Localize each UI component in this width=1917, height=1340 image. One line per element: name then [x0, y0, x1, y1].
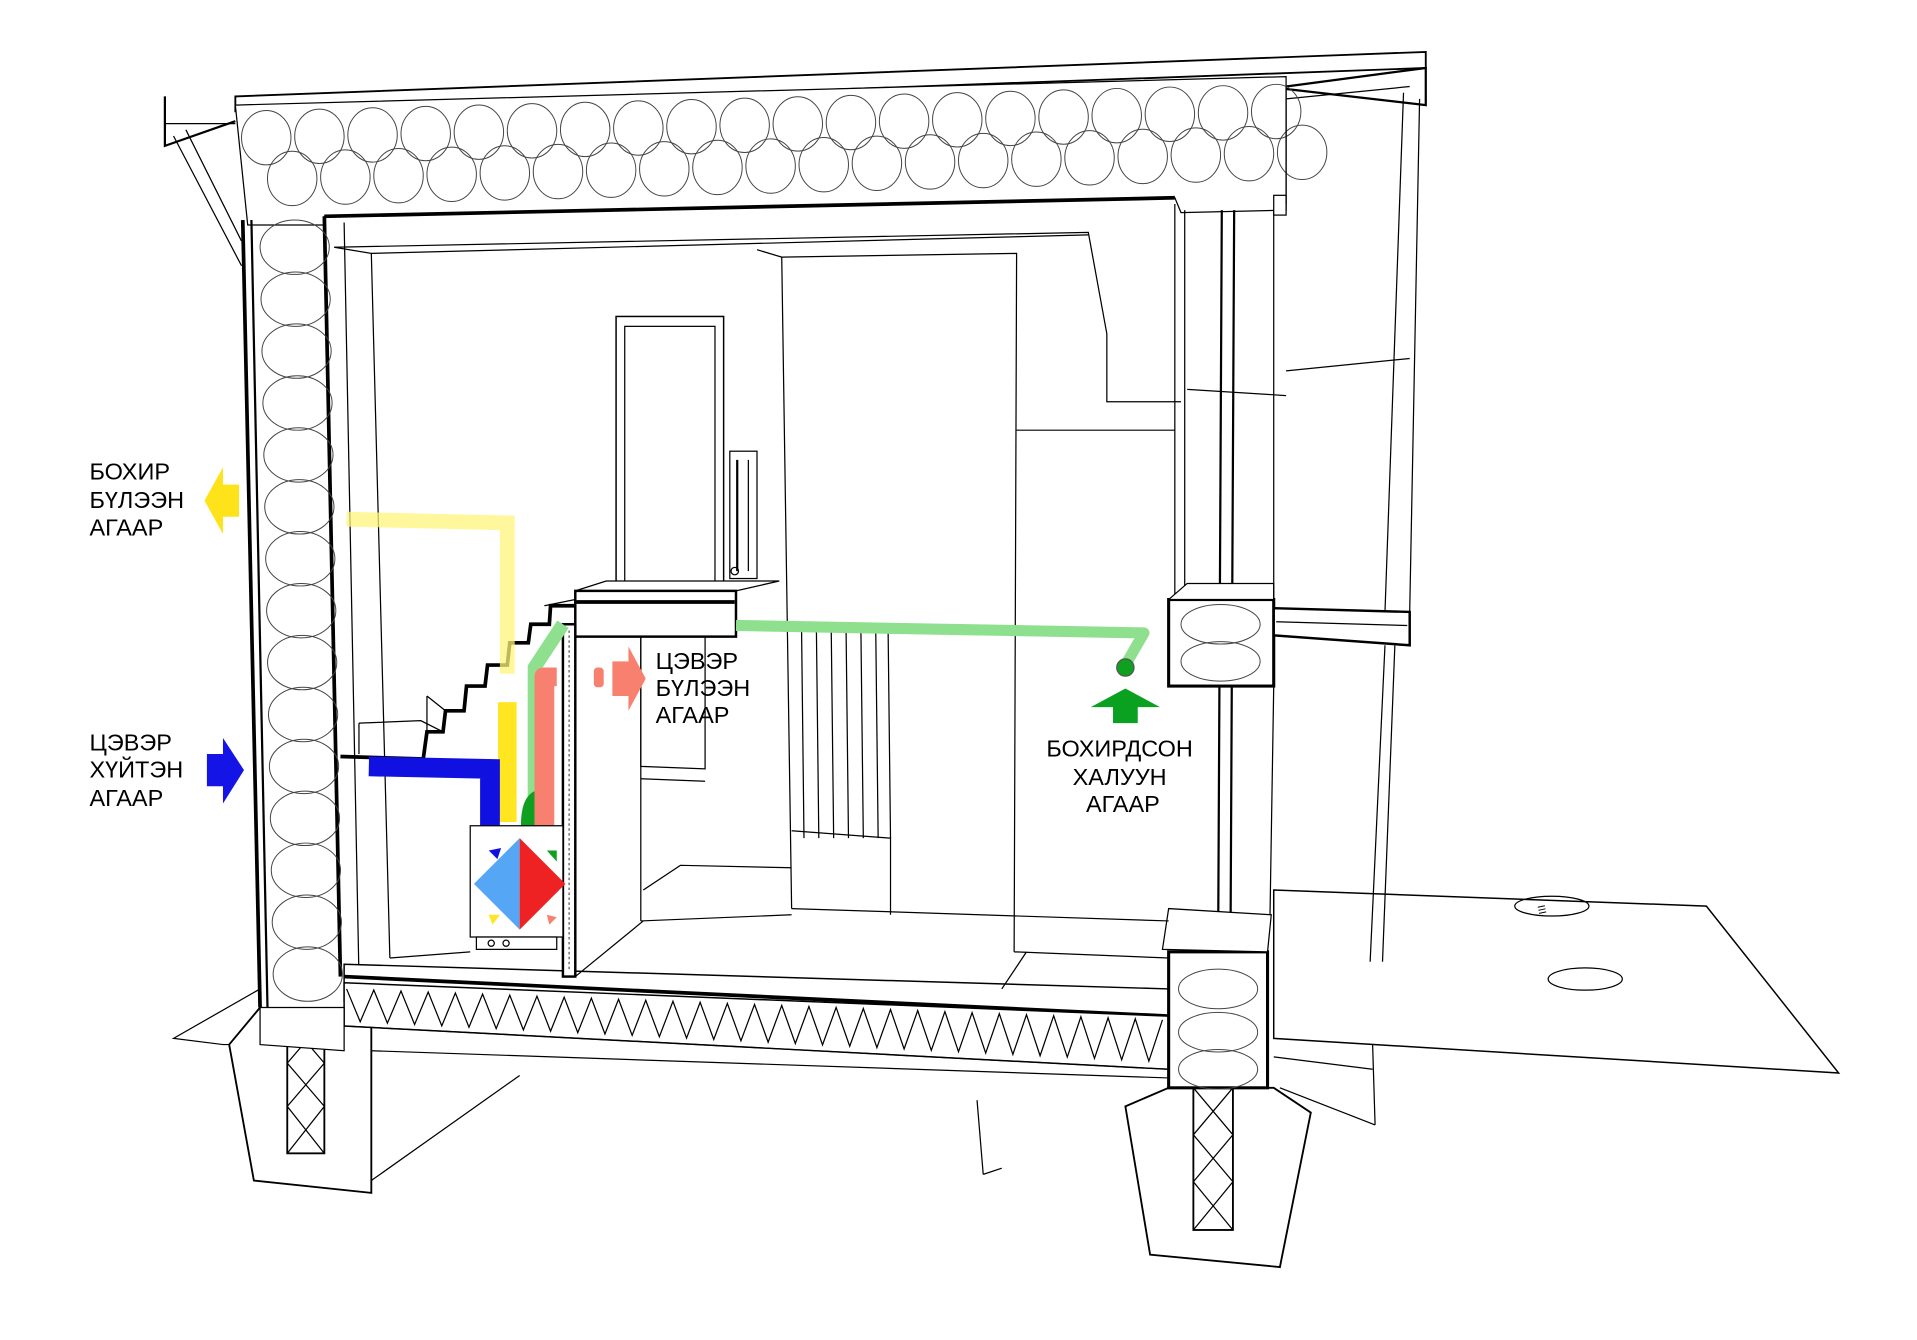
insulation-pattern: [241, 109, 292, 166]
left-wall-insulation: [259, 219, 343, 1002]
extract-grille: [1116, 658, 1135, 677]
insulation-pattern: [269, 790, 341, 847]
insulation-pattern: [271, 894, 342, 950]
insulation-pattern: [453, 104, 505, 160]
supply-air-arrow-icon: [593, 646, 646, 711]
insulation-pattern: [270, 842, 342, 898]
landing-platform: [574, 580, 780, 782]
svg-text:☰: ☰: [1537, 904, 1548, 917]
insulation-pattern: [878, 93, 930, 149]
fresh-air-duct: [368, 756, 500, 826]
roof: [163, 50, 1427, 267]
insulation-pattern: [266, 582, 337, 639]
insulation-pattern: [267, 686, 339, 743]
heat-recovery-unit: [469, 825, 566, 950]
insulation-pattern: [400, 105, 451, 162]
staircase: [340, 598, 576, 761]
insulation-pattern: [798, 136, 849, 193]
manhole-cover: ☰: [1514, 895, 1590, 917]
insulation-pattern: [265, 531, 336, 587]
insulation-pattern: [985, 90, 1036, 147]
exterior-structure: [1187, 86, 1421, 962]
insulation-pattern: [1178, 1049, 1259, 1090]
insulation-pattern: [1091, 87, 1142, 144]
insulation-pattern: [294, 108, 345, 164]
insulation-pattern: [532, 143, 584, 200]
insulation-pattern: [1117, 128, 1168, 185]
insulation-pattern: [1276, 124, 1328, 180]
insulation-pattern: [1178, 1011, 1259, 1053]
left-wall: [240, 216, 360, 1008]
insulation-pattern: [585, 142, 637, 198]
insulation-pattern: [1038, 89, 1089, 145]
insulation-pattern: [266, 150, 318, 207]
ground-plane: [171, 889, 1841, 1193]
insulation-pattern: [264, 479, 335, 535]
insulation-pattern: [1180, 641, 1261, 682]
insulation-pattern: [1197, 85, 1249, 141]
insulation-pattern: [1180, 603, 1261, 645]
exhaust-air-arrow-icon: [204, 467, 240, 535]
insulation-pattern: [745, 138, 796, 194]
insulation-pattern: [272, 946, 343, 1002]
insulation-pattern: [1250, 83, 1302, 140]
insulation-pattern: [259, 219, 330, 275]
insulation-pattern: [719, 97, 770, 153]
insulation-pattern: [639, 141, 690, 197]
insulation-pattern: [904, 134, 956, 190]
manhole-cover: [1547, 967, 1623, 991]
supply-duct: [534, 667, 557, 826]
insulation-pattern: [260, 271, 331, 327]
right-wall-insulation: [1178, 603, 1261, 1090]
insulation-pattern: [320, 149, 371, 205]
insulation-pattern: [932, 92, 983, 148]
label-supply-air: ЦЭВЭР БҮЛЭЭН АГААР: [656, 648, 757, 728]
door: [615, 315, 725, 583]
insulation-pattern: [373, 148, 424, 204]
radiator: [729, 450, 758, 580]
insulation-pattern: [772, 96, 824, 152]
right-foundation: [1124, 1086, 1312, 1269]
roof-insulation: [241, 83, 1328, 207]
insulation-pattern: [1170, 127, 1222, 183]
insulation-pattern: [1223, 125, 1275, 182]
insulation-pattern: [825, 94, 877, 151]
insulation-pattern: [1011, 131, 1062, 187]
radiator-column: [800, 624, 892, 839]
label-exhaust-air: БОХИР БҮЛЭЭН АГААР: [89, 459, 190, 541]
exhaust-duct: [346, 511, 517, 823]
insulation-pattern: [851, 135, 903, 192]
insulation-pattern: [666, 98, 717, 155]
insulation-pattern: [479, 145, 531, 201]
insulation-pattern: [1178, 968, 1259, 1010]
insulation-pattern: [261, 323, 332, 379]
insulation-pattern: [1064, 130, 1115, 186]
insulation-pattern: [347, 107, 398, 163]
interior-back-walls: [334, 231, 1182, 990]
insulation-pattern: [692, 139, 743, 196]
insulation-pattern: [958, 132, 1009, 189]
label-fresh-cold-air: ЦЭВЭР ХҮЙТЭН АГААР: [89, 729, 189, 811]
extract-air-arrow-icon: [1090, 688, 1160, 724]
insulation-pattern: [263, 427, 334, 483]
insulation-pattern: [268, 738, 340, 795]
insulation-pattern: [1144, 86, 1196, 142]
label-extract-air: БОХИРДСОН ХАЛУУН АГААР: [1046, 736, 1199, 818]
fresh-air-arrow-icon: [206, 737, 244, 804]
insulation-pattern: [426, 146, 477, 203]
partition-wall: [561, 623, 644, 978]
insulation-pattern: [559, 101, 611, 158]
floor-slab: [259, 963, 1170, 1071]
insulation-pattern: [613, 100, 664, 156]
insulation-pattern: [262, 375, 333, 431]
insulation-pattern: [267, 634, 338, 691]
insulation-pattern: [506, 103, 558, 159]
